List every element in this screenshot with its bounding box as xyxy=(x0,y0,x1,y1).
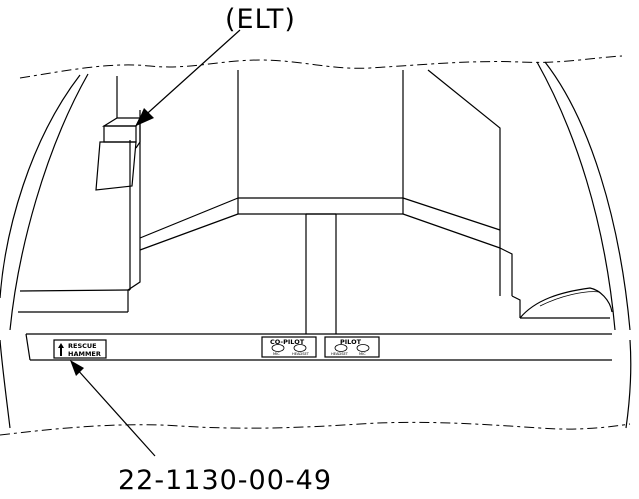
copilot-mic-jack xyxy=(271,344,285,352)
right-hull-outer xyxy=(544,61,631,331)
left-hull-inner xyxy=(9,73,89,331)
left-hull-outer xyxy=(0,74,81,299)
elt-bracket xyxy=(95,141,137,191)
left-hull-lower xyxy=(0,339,11,429)
copilot-jack-placard: CO-PILOT MIC HEADSET xyxy=(261,336,317,358)
right-hull-inner xyxy=(536,61,616,331)
rescue-arrowhead xyxy=(70,360,84,376)
right-seat-curve xyxy=(519,287,613,319)
elt-front xyxy=(103,125,137,143)
pilot-mic-label: MIC xyxy=(359,352,366,356)
pilot-jack-placard: PILOT HEADSET MIC xyxy=(324,336,380,358)
rescue-placard-frame xyxy=(53,339,107,359)
pilot-mic-jack xyxy=(356,344,370,352)
elt-callout-line xyxy=(139,29,241,121)
rescue-arrow-icon xyxy=(58,343,64,356)
right-console-front xyxy=(499,247,513,296)
copilot-placard-title: CO-PILOT xyxy=(270,338,305,346)
copilot-headset-jack xyxy=(293,344,307,352)
left-console-top xyxy=(19,289,131,292)
bottom-break-line xyxy=(0,421,631,436)
rescue-hammer-placard: RESCUE HAMMER xyxy=(53,339,107,359)
left-wall-bottom2 xyxy=(139,213,239,251)
top-break-line xyxy=(19,55,623,79)
rescue-placard-line1: RESCUE xyxy=(68,342,97,350)
pilot-placard-title: PILOT xyxy=(340,338,362,346)
elt-arrowhead xyxy=(136,108,154,126)
pilot-headset-jack xyxy=(334,344,348,352)
right-hull-lower xyxy=(625,339,632,429)
part-number-label: 22-1130-00-49 xyxy=(118,465,332,496)
elt-top xyxy=(101,117,141,127)
right-wall-bottom xyxy=(402,197,501,231)
rescue-placard-line2: HAMMER xyxy=(68,350,101,358)
rescue-callout-line xyxy=(75,367,156,457)
right-wall-bottom2 xyxy=(402,213,501,249)
right-seat-detail xyxy=(539,291,601,307)
right-console-edge xyxy=(511,295,521,318)
copilot-placard-frame xyxy=(261,336,317,358)
left-wall-bottom xyxy=(139,197,239,239)
copilot-mic-label: MIC xyxy=(273,352,280,356)
panel-left-end xyxy=(25,333,31,361)
right-wall-diagonal xyxy=(427,69,501,296)
pilot-headset-label: HEADSET xyxy=(331,352,349,356)
elt-device xyxy=(95,76,141,191)
copilot-headset-label: HEADSET xyxy=(292,352,310,356)
elt-label: (ELT) xyxy=(225,4,296,35)
left-console-front xyxy=(127,110,141,312)
pilot-placard-frame xyxy=(324,336,380,358)
